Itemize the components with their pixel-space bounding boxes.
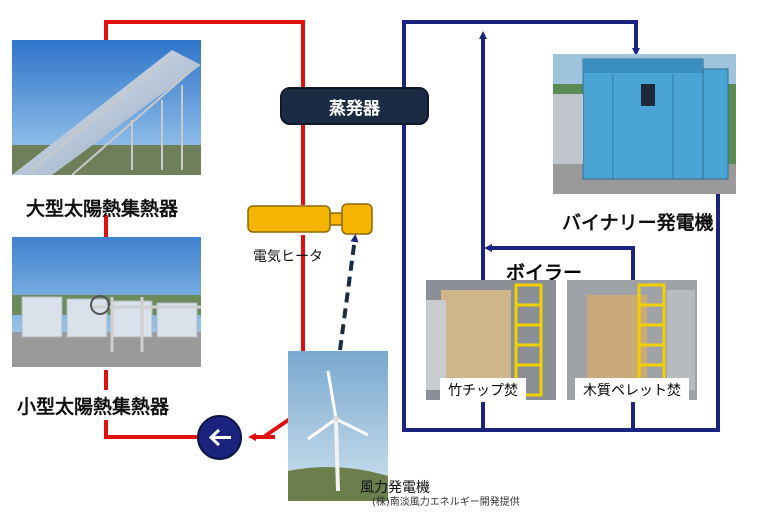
left-arrow-in-circle-icon [208, 428, 231, 447]
steam-generator-label: 蒸発器 [329, 98, 380, 119]
small-solar-collector-photo [12, 237, 201, 367]
electric-heater-label: 電気ヒータ [253, 249, 323, 265]
wind-turbine-photo [288, 351, 388, 501]
steam-loop [402, 20, 720, 432]
wind-power-line [338, 234, 359, 351]
pump [197, 415, 242, 460]
binary-generator-label: バイナリー発電機 [562, 212, 714, 234]
bamboo-chip-label-box: 竹チップ焚 [440, 378, 526, 402]
large-solar-collector-label: 大型太陽熱集熱器 [26, 198, 179, 220]
electric-heater-icon [247, 203, 373, 235]
bamboo-chip-label: 竹チップ焚 [448, 383, 518, 399]
large-solar-collector-photo [12, 40, 201, 175]
wood-pellet-label-box: 木質ペレット焚 [575, 378, 689, 402]
wind-turbine-credit: (株)南淡風力エネルギー開発提供 [372, 497, 520, 508]
binary-generator-photo [553, 54, 736, 194]
wind-turbine-label: 風力発電機 [360, 480, 430, 496]
small-solar-collector-label: 小型太陽熱集熱器 [17, 396, 170, 418]
wood-pellet-label: 木質ペレット焚 [583, 383, 681, 399]
steam-generator-box: 蒸発器 [280, 87, 429, 125]
electric-heater [247, 203, 375, 235]
